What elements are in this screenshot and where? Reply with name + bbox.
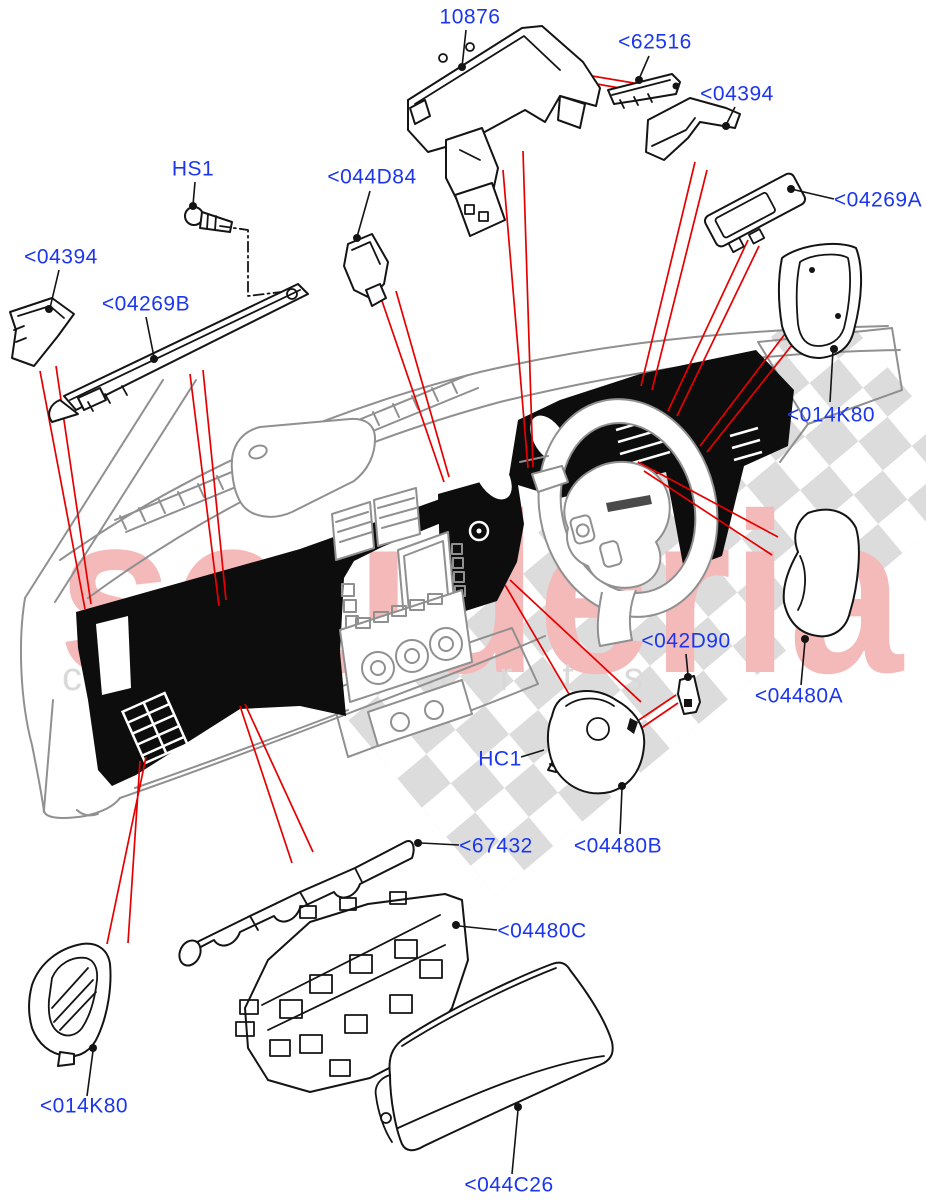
part-04269b — [48, 283, 309, 423]
part-label-62516[interactable]: <62516 — [618, 30, 692, 54]
part-label-67432[interactable]: <67432 — [459, 834, 533, 858]
center-side-trim — [438, 472, 524, 614]
part-hs1-fastener — [184, 206, 299, 297]
part-044c26 — [374, 961, 614, 1152]
dashboard-black-trim — [76, 350, 794, 786]
part-014k80-bottom-left — [28, 942, 112, 1067]
vent-right — [373, 487, 421, 547]
part-042d90 — [677, 675, 701, 715]
part-label-044c26[interactable]: <044C26 — [464, 1173, 554, 1197]
vent-left — [331, 501, 375, 561]
part-label-04480a[interactable]: <04480A — [754, 684, 844, 708]
part-04480a — [782, 508, 860, 638]
part-label-04480b[interactable]: <04480B — [573, 834, 663, 858]
part-label-10876[interactable]: 10876 — [439, 5, 501, 29]
part-label-hs1[interactable]: HS1 — [171, 157, 215, 181]
part-044d84 — [343, 233, 389, 307]
part-label-04269a[interactable]: <04269A — [833, 188, 923, 212]
part-label-hc1[interactable]: HC1 — [478, 747, 522, 771]
part-label-044d84[interactable]: <044D84 — [327, 165, 417, 189]
dashboard-illustration — [19, 325, 903, 819]
part-62516 — [607, 73, 681, 109]
part-04394-right — [645, 97, 741, 161]
part-label-04480c[interactable]: <04480C — [497, 919, 587, 943]
part-04480b — [546, 690, 646, 795]
part-label-04394-right[interactable]: <04394 — [700, 82, 774, 106]
black-leader-lines — [45, 29, 838, 1175]
side-vent-grille — [120, 691, 190, 765]
part-04394-left — [9, 297, 75, 367]
center-stack — [331, 487, 473, 747]
main-facia-trim — [76, 499, 446, 786]
cluster-trim — [508, 350, 794, 570]
part-67432 — [178, 840, 415, 967]
part-04269a — [703, 172, 807, 254]
part-10876 — [407, 25, 601, 237]
part-label-014k80-bottom-left[interactable]: <014K80 — [39, 1094, 129, 1118]
dash-sensor — [248, 444, 268, 460]
part-label-04269b[interactable]: <04269B — [101, 292, 191, 316]
red-leader-lines — [39, 59, 797, 945]
steering-lower-spoke — [596, 589, 637, 647]
part-014k80-right — [778, 242, 863, 359]
steering-wheel — [519, 398, 719, 647]
part-label-042d90[interactable]: <042D90 — [641, 629, 731, 653]
column-stalk — [531, 465, 569, 493]
exploded-parts — [9, 25, 863, 1152]
steering-hub — [563, 460, 671, 589]
part-label-04394-left[interactable]: <04394 — [24, 245, 98, 269]
part-label-014k80-right[interactable]: <014K80 — [786, 403, 876, 427]
passenger-airbag-panel — [230, 417, 376, 518]
